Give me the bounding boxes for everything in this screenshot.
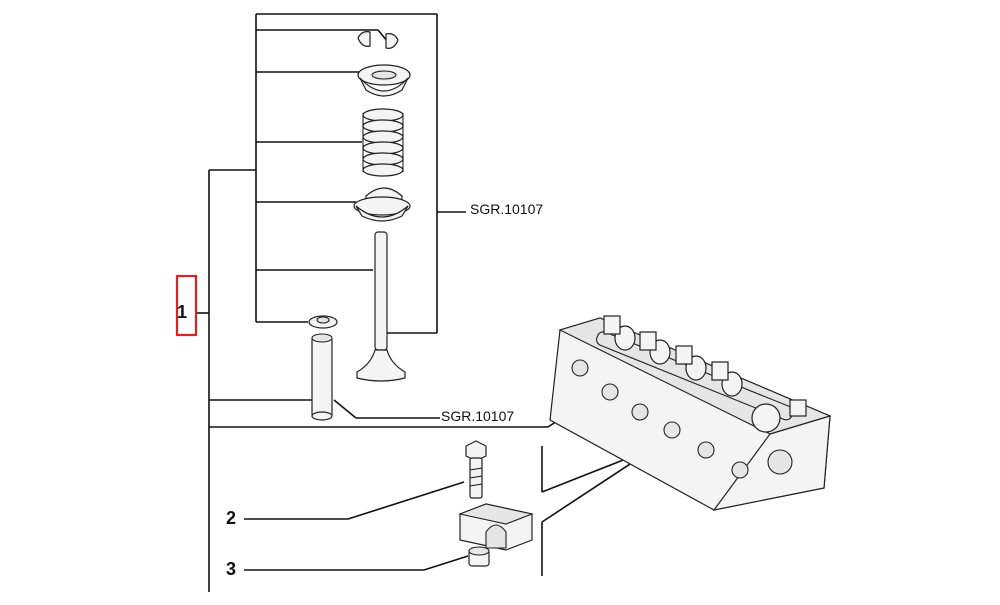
callout-3-leader-tip	[423, 555, 469, 571]
callout-3-number[interactable]: 3	[226, 559, 236, 579]
ref-leader-guide-a	[333, 399, 357, 419]
callout-2-number[interactable]: 2	[226, 508, 236, 528]
valve-stem-seal-icon	[308, 315, 338, 329]
valve-guide-icon	[311, 333, 333, 421]
leader-lines	[196, 13, 701, 592]
ref-code-valve-guide: SGR.10107	[441, 408, 514, 424]
valve-icon	[356, 231, 406, 382]
spring-seat-icon	[353, 187, 411, 222]
bearing-cap-icon	[458, 503, 534, 551]
spring-retainer-icon	[357, 64, 411, 97]
bolt-icon	[465, 440, 487, 499]
ref-code-valve-train: SGR.10107	[470, 201, 543, 217]
cylinder-head-icon	[549, 315, 832, 511]
valve-collets-icon	[357, 31, 399, 49]
callout-1-highlight	[175, 274, 198, 337]
dowel-bush-icon	[468, 546, 490, 567]
callout-2-leader-tip	[347, 481, 465, 520]
callout-1-number[interactable]: 1	[177, 302, 187, 322]
valve-spring-icon	[362, 108, 404, 177]
